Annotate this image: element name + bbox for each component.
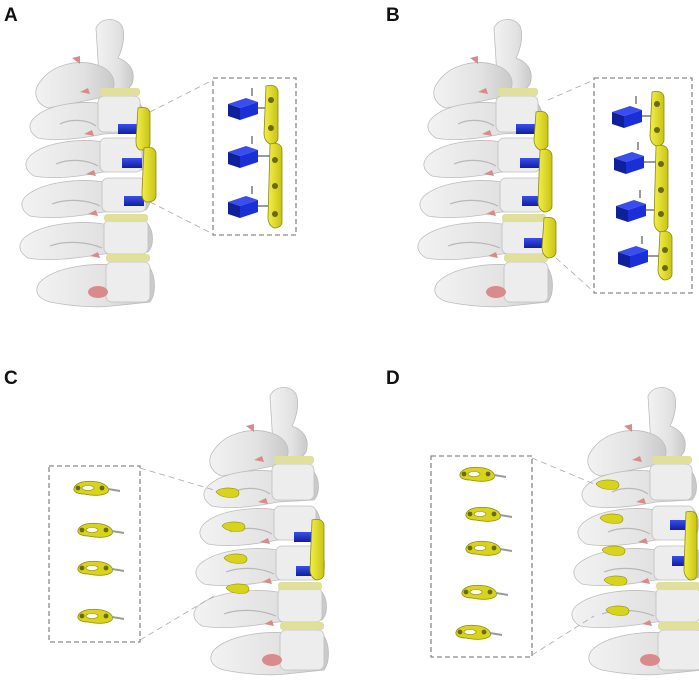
lateral-mass-screw-plate — [76, 560, 125, 577]
panel-label-b: B — [386, 5, 400, 26]
anterior-plate — [533, 110, 549, 151]
cage-implant — [611, 95, 657, 129]
anterior-plate — [263, 84, 279, 145]
inset-frame-a — [212, 77, 297, 236]
anterior-plate — [657, 230, 673, 281]
leader-line — [149, 79, 214, 113]
panel-label-d: D — [386, 368, 400, 389]
cage-implant — [522, 196, 542, 206]
leader-line — [531, 457, 595, 485]
anterior-plate — [541, 216, 557, 259]
cage-implant — [516, 124, 536, 134]
inset-frame-b — [593, 77, 693, 294]
cage-implant — [118, 124, 138, 134]
leader-line — [531, 615, 595, 656]
cage-implant — [227, 135, 273, 169]
lateral-mass-screw-plate — [454, 624, 503, 641]
anterior-plate — [141, 146, 157, 203]
leader-line — [139, 595, 215, 641]
anterior-plate — [683, 510, 698, 581]
lateral-mass-screw-plate — [76, 522, 125, 539]
spine-model-c — [193, 386, 330, 676]
anterior-plate — [135, 106, 151, 151]
inset-frame-d — [430, 455, 533, 658]
cage-implant — [520, 158, 540, 168]
lateral-mass-screw-plate — [76, 608, 125, 625]
panel-label-c: C — [4, 368, 18, 389]
panel-d — [430, 386, 699, 676]
leader-line — [555, 257, 595, 293]
cage-implant — [294, 532, 314, 542]
cage-implant — [615, 189, 661, 223]
spine-model-d — [571, 386, 699, 676]
panel-c — [48, 386, 330, 676]
cage-implant — [227, 185, 273, 219]
anterior-plate — [649, 90, 665, 147]
panel-b — [417, 18, 693, 308]
inset-frame-c — [48, 465, 141, 643]
lateral-mass-screw-plate — [460, 584, 509, 601]
lateral-mass-screw-plate — [72, 480, 121, 497]
leader-line — [149, 201, 214, 235]
cage-implant — [613, 141, 659, 175]
cage-implant — [672, 556, 690, 566]
cage-implant — [122, 158, 142, 168]
cage-implant — [296, 566, 316, 576]
cage-implant — [670, 520, 688, 530]
lateral-mass-screw-plate — [464, 540, 513, 557]
cage-implant — [617, 235, 663, 269]
panel-a — [19, 18, 297, 308]
leader-line — [547, 79, 595, 101]
panel-label-a: A — [4, 5, 18, 26]
lateral-mass-screw-plate — [458, 466, 507, 483]
anterior-plate — [309, 518, 325, 581]
lateral-mass-screw-plate — [464, 506, 513, 523]
anterior-plate — [537, 148, 553, 213]
lateral-mass-plate — [225, 583, 250, 594]
cage-implant — [124, 196, 144, 206]
leader-line — [139, 467, 215, 491]
cage-implant — [524, 238, 544, 248]
